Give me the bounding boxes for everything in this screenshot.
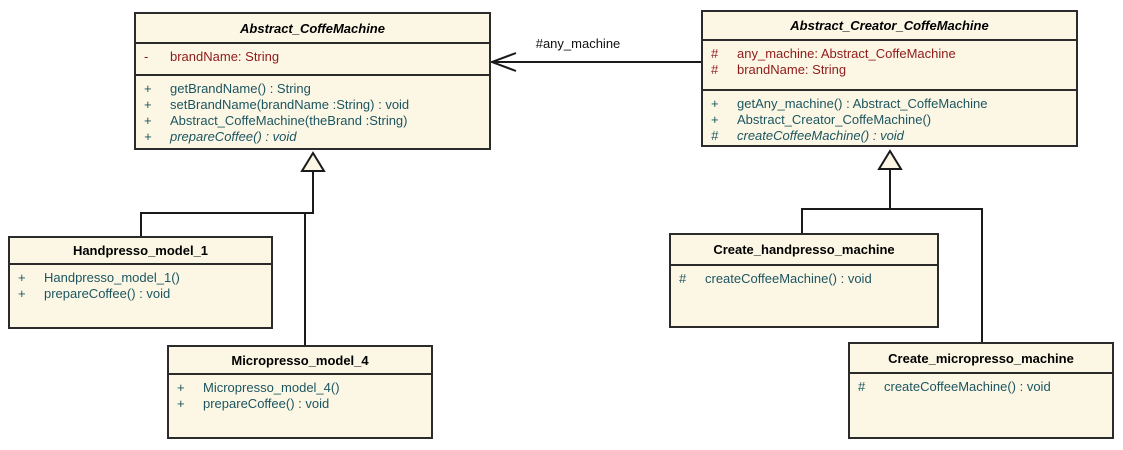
visibility-symbol: + [177, 380, 185, 395]
operation-text: Abstract_CoffeMachine(theBrand :String) [170, 113, 408, 128]
operation-text: getBrandName() : String [170, 81, 311, 96]
visibility-symbol: + [144, 113, 152, 128]
operation-text: createCoffeeMachine() : void [884, 379, 1051, 394]
operation-row: + getBrandName() : String [144, 81, 483, 97]
operation-row: + Abstract_Creator_CoffeMachine() [711, 112, 1070, 128]
visibility-symbol: # [711, 62, 719, 77]
operation-text: createCoffeeMachine() : void [705, 271, 872, 286]
operation-row: + prepareCoffee() : void [177, 396, 425, 412]
operations-compartment: + Handpresso_model_1() + prepareCoffee()… [10, 263, 271, 327]
visibility-symbol: + [711, 112, 719, 127]
visibility-symbol: # [858, 379, 866, 394]
operation-row: + Micropresso_model_4() [177, 380, 425, 396]
class-title: Create_handpresso_machine [713, 242, 895, 257]
operation-row: # createCoffeeMachine() : void [711, 128, 1070, 144]
operations-compartment: + getAny_machine() : Abstract_CoffeMachi… [703, 89, 1076, 145]
class-title: Abstract_Creator_CoffeMachine [790, 18, 989, 33]
visibility-symbol: + [711, 96, 719, 111]
generalization-triangle-right-icon [877, 149, 903, 170]
operation-row: + prepareCoffee() : void [144, 129, 483, 145]
visibility-symbol: - [144, 49, 149, 64]
operation-text: setBrandName(brandName :String) : void [170, 97, 410, 112]
class-title: Micropresso_model_4 [231, 352, 369, 368]
operation-row: # createCoffeeMachine() : void [858, 379, 1106, 395]
class-micropresso-model-4[interactable]: Micropresso_model_4 + Micropresso_model_… [167, 345, 433, 439]
generalization-triangle-left-icon [300, 151, 326, 172]
operations-compartment: # createCoffeeMachine() : void [850, 372, 1112, 437]
operations-compartment: + Micropresso_model_4() + prepareCoffee(… [169, 373, 431, 437]
operation-text: Handpresso_model_1() [44, 270, 180, 285]
association-label: #any_machine [535, 36, 621, 51]
visibility-symbol: + [18, 286, 26, 301]
association-open-arrowhead-icon [489, 52, 517, 72]
operation-row: + getAny_machine() : Abstract_CoffeMachi… [711, 96, 1070, 112]
operation-row: # createCoffeeMachine() : void [679, 271, 931, 287]
operation-row: + setBrandName(brandName :String) : void [144, 97, 483, 113]
class-title: Create_micropresso_machine [888, 350, 1074, 366]
operation-row: + Abstract_CoffeMachine(theBrand :String… [144, 113, 483, 129]
visibility-symbol: + [144, 129, 152, 144]
class-create-micropresso-machine[interactable]: Create_micropresso_machine # createCoffe… [848, 342, 1114, 439]
operation-text: prepareCoffee() : void [170, 129, 297, 144]
operations-compartment: + getBrandName() : String + setBrandName… [136, 74, 489, 148]
attribute-text: brandName: String [170, 49, 280, 64]
attributes-compartment: # any_machine: Abstract_CoffeMachine # b… [703, 39, 1076, 89]
attribute-text: brandName: String [737, 62, 847, 77]
operations-compartment: # createCoffeeMachine() : void [671, 264, 937, 326]
visibility-symbol: + [144, 97, 152, 112]
visibility-symbol: # [679, 271, 687, 286]
operation-text: createCoffeeMachine() : void [737, 128, 904, 143]
operation-text: getAny_machine() : Abstract_CoffeMachine [737, 96, 988, 111]
attribute-row: - brandName: String [144, 49, 483, 65]
visibility-symbol: + [18, 270, 26, 285]
visibility-symbol: + [144, 81, 152, 96]
operation-row: + prepareCoffee() : void [18, 286, 265, 302]
visibility-symbol: # [711, 128, 719, 143]
attribute-row: # brandName: String [711, 62, 1070, 78]
attributes-compartment: - brandName: String [136, 42, 489, 74]
class-handpresso-model-1[interactable]: Handpresso_model_1 + Handpresso_model_1(… [8, 236, 273, 329]
operation-text: prepareCoffee() : void [44, 286, 171, 301]
class-abstract-creator-coffemachine[interactable]: Abstract_Creator_CoffeMachine # any_mach… [701, 10, 1078, 147]
visibility-symbol: # [711, 46, 719, 61]
class-title: Abstract_CoffeMachine [240, 20, 385, 36]
class-create-handpresso-machine[interactable]: Create_handpresso_machine # createCoffee… [669, 233, 939, 328]
operation-text: Abstract_Creator_CoffeMachine() [737, 112, 932, 127]
attribute-text: any_machine: Abstract_CoffeMachine [737, 46, 956, 61]
visibility-symbol: + [177, 396, 185, 411]
class-abstract-coffemachine[interactable]: Abstract_CoffeMachine - brandName: Strin… [134, 12, 491, 150]
attribute-row: # any_machine: Abstract_CoffeMachine [711, 46, 1070, 62]
operation-text: Micropresso_model_4() [203, 380, 340, 395]
operation-text: prepareCoffee() : void [203, 396, 330, 411]
class-title: Handpresso_model_1 [72, 243, 209, 258]
operation-row: + Handpresso_model_1() [18, 270, 265, 286]
